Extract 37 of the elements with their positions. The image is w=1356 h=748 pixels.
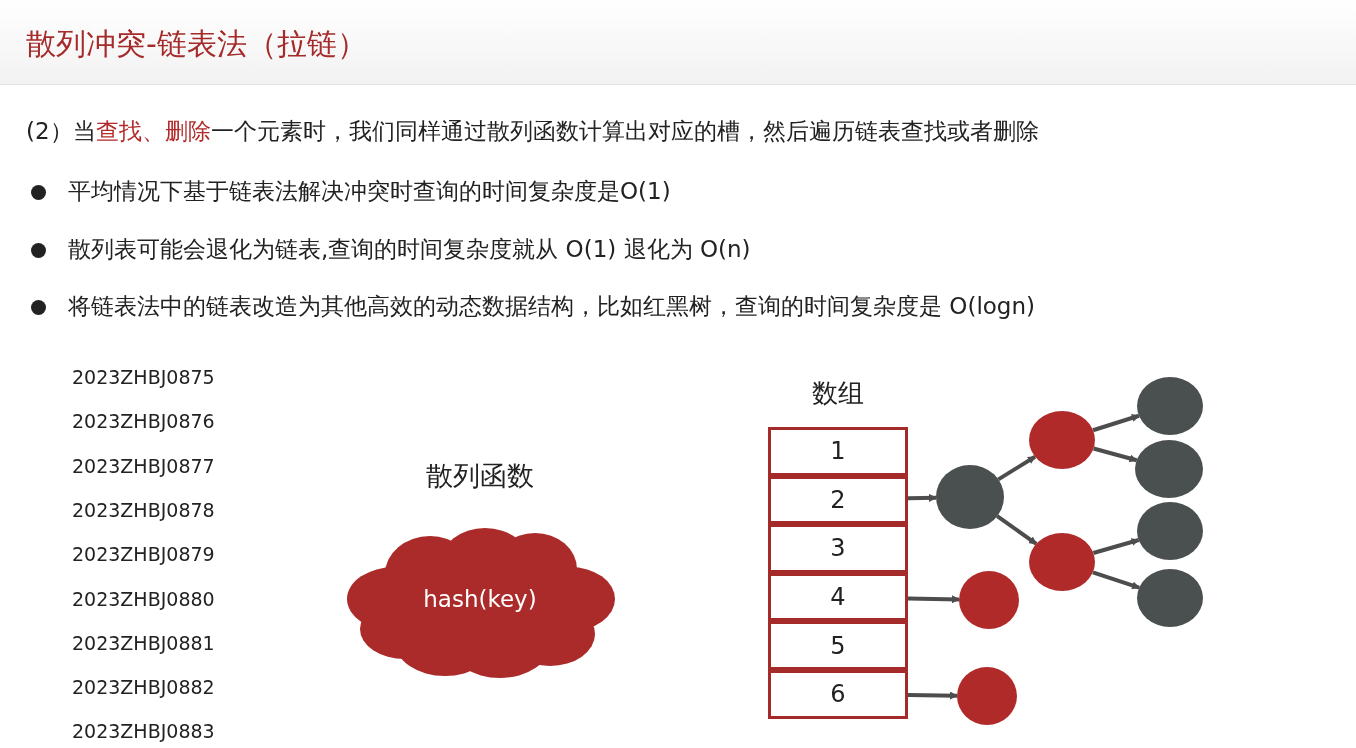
key-text: 2023ZHBJ0883	[72, 720, 215, 743]
paragraph-text: (2）当查找、删除一个元素时，我们同样通过散列函数计算出对应的槽，然后遍历链表查找或者删除	[26, 117, 1039, 146]
array-slot: 2	[768, 475, 908, 525]
arrow	[907, 595, 960, 604]
arrow	[1093, 446, 1138, 463]
function-text: hash(key)	[423, 586, 537, 612]
array-slot: 6	[768, 670, 908, 719]
arrow	[1092, 413, 1140, 433]
arrow	[1092, 570, 1141, 590]
heading-text: 散列函数	[426, 460, 534, 491]
arrow	[1092, 538, 1140, 555]
arrow	[996, 514, 1038, 546]
bullet-text: 平均情况下基于链表法解决冲突时查询的时间复杂度是O(1)	[68, 177, 671, 206]
key-text: 2023ZHBJ0880	[72, 587, 215, 610]
bullet-text: 将链表法中的链表改造为其他高效的动态数据结构，比如红黑树，查询的时间复杂度是 O(logn)	[68, 292, 1035, 321]
key-text: 2023ZHBJ0879	[72, 543, 215, 566]
list-node-circle	[1029, 533, 1095, 591]
arrow	[997, 455, 1037, 482]
array-slot: 4	[768, 572, 908, 622]
list-node-circle	[1137, 569, 1203, 627]
array-slot: 1	[768, 427, 908, 476]
key-text: 2023ZHBJ0876	[72, 410, 215, 433]
key-text: 2023ZHBJ0877	[72, 454, 215, 477]
list-node-circle	[1029, 411, 1095, 469]
key-text: 2023ZHBJ0881	[72, 631, 215, 654]
key-text: 2023ZHBJ0875	[72, 366, 215, 388]
key-text: 2023ZHBJ0882	[72, 676, 215, 699]
arrow	[907, 493, 937, 502]
list-node-circle	[1137, 377, 1203, 435]
array-slot: 5	[768, 621, 908, 670]
arrow	[907, 691, 958, 700]
array-heading: 数组	[812, 378, 864, 408]
list-node-circle	[1137, 502, 1203, 560]
array-slot: 3	[768, 524, 908, 573]
slide-title: 散列冲突-链表法（拉链）	[26, 25, 367, 63]
key-text: 2023ZHBJ0878	[72, 498, 215, 521]
bullet-text: 散列表可能会退化为链表,查询的时间复杂度就从 O(1) 退化为 O(n)	[68, 235, 751, 264]
